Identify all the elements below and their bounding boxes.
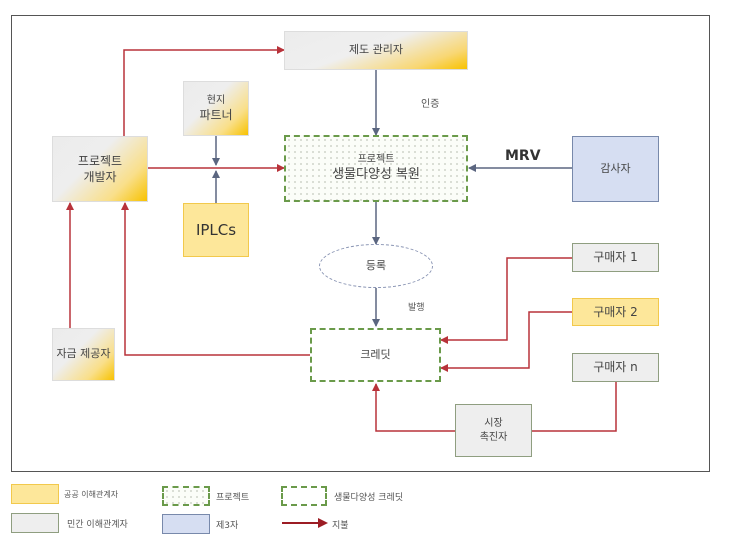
local-partner-label-1: 현지 bbox=[206, 94, 226, 106]
legend-payment-arrow-icon bbox=[282, 518, 328, 528]
institution-manager-label: 제도 관리자 bbox=[348, 43, 404, 57]
registry-label: 등록 bbox=[365, 258, 387, 272]
legend-project-label: 프로젝트 bbox=[216, 493, 250, 503]
project-developer-label-2: 개발자 bbox=[83, 170, 117, 184]
legend-public-swatch bbox=[11, 484, 59, 504]
iplcs-label: IPLCs bbox=[195, 220, 237, 239]
buyer-n-node[interactable]: 구매자 n bbox=[572, 353, 659, 382]
arrow-developer-to-manager bbox=[123, 46, 285, 136]
auditor-node[interactable]: 감사자 bbox=[572, 136, 659, 202]
legend-private-label: 민간 이해관계자 bbox=[67, 520, 128, 530]
registry-node[interactable]: 등록 bbox=[319, 244, 433, 288]
market-facilitator-node[interactable]: 시장 촉진자 bbox=[455, 404, 532, 457]
institution-manager-node[interactable]: 제도 관리자 bbox=[284, 31, 468, 70]
project-developer-label-1: 프로젝트 bbox=[77, 153, 123, 168]
auditor-label: 감사자 bbox=[600, 161, 631, 175]
local-partner-node[interactable]: 현지 파트너 bbox=[183, 81, 249, 136]
project-restoration-label-2: 생물다양성 복원 bbox=[332, 167, 420, 183]
local-partner-label-2: 파트너 bbox=[199, 108, 233, 123]
legend-credit-swatch bbox=[281, 486, 327, 506]
funder-label: 자금 제공자 bbox=[56, 347, 111, 361]
arrow-credit-to-developer bbox=[121, 202, 310, 356]
funder-node[interactable]: 자금 제공자 bbox=[52, 328, 115, 381]
legend-payment-label: 지불 bbox=[332, 521, 349, 531]
buyer-2-node[interactable]: 구매자 2 bbox=[572, 298, 659, 326]
project-restoration-label-1: 프로젝트 bbox=[357, 153, 395, 165]
arrow-facilitator-to-credit bbox=[372, 383, 455, 432]
buyer-n-label: 구매자 n bbox=[593, 360, 638, 375]
arrow-buyer1-to-credit bbox=[440, 257, 572, 344]
project-restoration-node[interactable]: 프로젝트 생물다양성 복원 bbox=[284, 135, 468, 202]
certification-label: 인증 bbox=[421, 99, 440, 110]
buyer-2-label: 구매자 2 bbox=[593, 304, 638, 319]
diagram-frame bbox=[11, 15, 710, 472]
mrv-label: MRV bbox=[505, 148, 541, 164]
project-developer-node[interactable]: 프로젝트 개발자 bbox=[52, 136, 148, 202]
market-facilitator-label-2: 촉진자 bbox=[479, 431, 508, 443]
market-facilitator-label-1: 시장 bbox=[484, 418, 503, 429]
buyer-1-label: 구매자 1 bbox=[593, 250, 638, 265]
credit-label: 크레딧 bbox=[360, 347, 391, 361]
buyer-1-node[interactable]: 구매자 1 bbox=[572, 243, 659, 272]
arrow-buyer2-to-credit bbox=[440, 311, 572, 372]
legend-public-label: 공공 이해관계자 bbox=[64, 490, 119, 499]
issuance-label: 발행 bbox=[408, 303, 425, 313]
legend-third-party-swatch bbox=[162, 514, 210, 534]
legend-project-swatch bbox=[162, 486, 210, 506]
legend-credit-label: 생물다양성 크레딧 bbox=[334, 493, 404, 503]
iplcs-node[interactable]: IPLCs bbox=[183, 203, 249, 257]
legend-private-swatch bbox=[11, 513, 59, 533]
credit-node[interactable]: 크레딧 bbox=[310, 328, 441, 382]
arrow-buyern-to-facilitator bbox=[532, 382, 617, 432]
legend-third-party-label: 제3자 bbox=[216, 521, 239, 531]
